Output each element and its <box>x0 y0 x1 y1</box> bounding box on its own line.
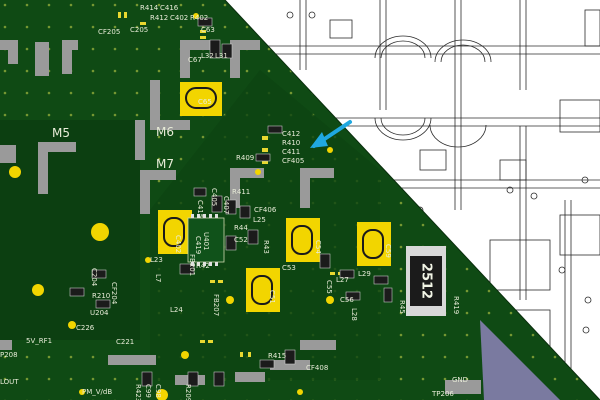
label-c411: C411 <box>282 148 300 156</box>
label-m5: M5 <box>52 126 70 140</box>
label-c63: C63 <box>201 26 215 34</box>
label-c54: C54 <box>314 240 322 254</box>
label-c221: C221 <box>116 338 134 346</box>
label-r44: R44 <box>234 224 248 232</box>
label-gnd: GND <box>452 376 468 384</box>
label-c52: C52 <box>234 236 248 244</box>
resistor-2512[interactable]: 2512 <box>406 246 446 316</box>
label-c98: C98 <box>154 384 162 398</box>
label-p208: P208 <box>0 351 18 359</box>
label-r210: R210 <box>92 292 110 300</box>
label-cf408: CF408 <box>306 364 328 372</box>
label-c402: C402 <box>174 235 182 253</box>
capacitor-c65-pad[interactable] <box>180 82 222 116</box>
arrow-icon <box>310 120 352 148</box>
label-m6: M6 <box>156 125 174 139</box>
label-c204: C204 <box>90 268 98 287</box>
label-c55: C55 <box>325 280 333 294</box>
layer-split-line <box>224 0 600 400</box>
label-5v-rf1: 5V_RF1 <box>26 337 52 345</box>
label-r410: R410 <box>282 139 300 147</box>
label-c99: C99 <box>144 384 152 398</box>
label-l32: L32 <box>201 52 214 60</box>
label-l25: L25 <box>253 216 266 224</box>
label-r45: R45 <box>398 300 406 314</box>
label-r42: R42 <box>196 262 210 270</box>
label-l28: L28 <box>350 308 358 321</box>
label-c65: C65 <box>198 98 212 106</box>
label-l29: L29 <box>358 270 371 278</box>
label-c51: C51 <box>268 290 276 304</box>
label-c416: C416 <box>160 4 179 12</box>
ic-u401[interactable] <box>187 214 225 266</box>
label-m7: M7 <box>156 157 174 171</box>
label-tp206: TP206 <box>431 390 454 398</box>
label-r411: R411 <box>232 188 250 196</box>
label-r419: R419 <box>452 296 460 314</box>
label-r402: R402 <box>190 14 208 22</box>
label-c59: C59 <box>384 244 392 258</box>
label-c419: C419 <box>194 236 202 254</box>
label-r409: R409 <box>236 154 254 162</box>
label-r412: R412 <box>150 14 168 22</box>
label-l27: L27 <box>336 276 349 284</box>
capacitor-c59-pad[interactable] <box>357 222 391 266</box>
resistor-2512-label: 2512 <box>419 263 434 299</box>
label-u204: U204 <box>90 309 109 317</box>
label-r423: R423 <box>134 384 142 400</box>
label-cf406: CF406 <box>254 206 277 214</box>
label-pm-v-db: PM_V/dB <box>82 388 112 396</box>
capacitor-c51-pad[interactable] <box>246 268 280 312</box>
label-fb201: FB201 <box>188 254 196 276</box>
label-cf205: CF205 <box>98 28 120 36</box>
label-c415: C415 <box>196 200 204 218</box>
capacitor-c402-pad[interactable] <box>158 210 192 254</box>
label-lout: LOUT <box>0 378 19 386</box>
label-c56: C56 <box>340 296 354 304</box>
label-c412: C412 <box>282 130 300 138</box>
label-r415: R415 <box>268 352 286 360</box>
label-c405: C405 <box>210 188 218 206</box>
label-c226: C226 <box>76 324 95 332</box>
label-l24: L24 <box>170 306 183 314</box>
label-r209: R209 <box>184 384 192 400</box>
label-r43: R43 <box>262 240 270 254</box>
label-c402-top: C402 <box>170 14 188 22</box>
label-c67: C67 <box>188 56 202 64</box>
label-c205: C205 <box>130 26 148 34</box>
label-fb207: FB207 <box>212 294 220 316</box>
label-r414: R414 <box>140 4 159 12</box>
label-cf204: CF204 <box>110 282 118 305</box>
label-u401: U401 <box>202 232 210 250</box>
label-c53: C53 <box>282 264 296 272</box>
label-l31: L31 <box>215 52 228 60</box>
label-l7: L7 <box>154 274 162 282</box>
label-cf405: CF405 <box>282 157 304 165</box>
label-c407: C407 <box>222 196 230 214</box>
label-l23: L23 <box>150 256 163 264</box>
capacitor-c54-pad[interactable] <box>286 218 320 262</box>
